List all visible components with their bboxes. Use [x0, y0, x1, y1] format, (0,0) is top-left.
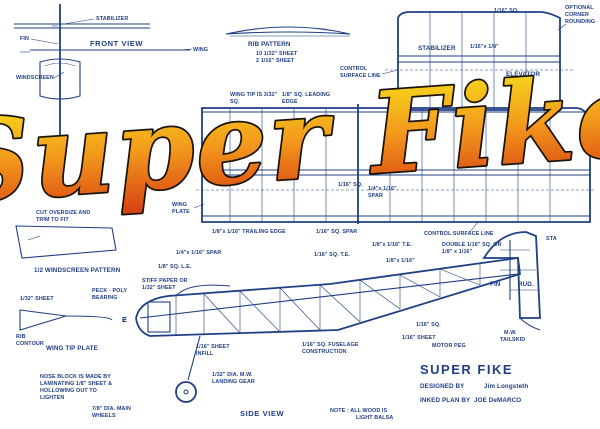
- sheet-1-32-label: 1/32" SHEET: [20, 296, 54, 302]
- cut-oversize-2: TRIM TO FIT: [36, 217, 69, 223]
- rib-spec-1: 10 1/32" SHEET: [256, 51, 298, 57]
- side-1-8-label: 1/8"x 1/16": [386, 258, 415, 264]
- mw-label-2: TAILSKID: [500, 337, 525, 343]
- front-view: STABILIZER FIN FRONT VIEW WING WINDSCREE…: [14, 4, 208, 140]
- stiff-paper-2: 1/32" SHEET: [142, 285, 176, 291]
- rib-pattern-title: RIB PATTERN: [248, 41, 291, 48]
- control-line-top-1: CONTROL: [340, 66, 368, 72]
- designer-name: Jim Longsteth: [484, 383, 528, 390]
- fin-side-label: FIN: [490, 281, 501, 288]
- wing-plan: WING TIP IS 3/32" SQ. 1/8" SQ. LEADING E…: [172, 92, 596, 237]
- wood-note-1: NOTE : ALL WOOD IS: [330, 408, 388, 414]
- control-surface-line-label: CONTROL SURFACE LINE: [424, 231, 494, 237]
- peck-poly-2: BEARING: [92, 295, 118, 301]
- wheels-note-2: WHEELS: [92, 413, 116, 419]
- rib-contour-1: RIB: [16, 334, 26, 340]
- front-view-title: FRONT VIEW: [90, 39, 143, 48]
- wood-note-2: LIGHT BALSA: [356, 415, 393, 421]
- windscreen-label: WINDSCREEN: [16, 75, 54, 81]
- sheet-infill-1: 1/16" SHEET: [196, 344, 230, 350]
- leading-edge-1: 1/8" SQ. LEADING: [282, 92, 330, 98]
- rib-word-label: RIB: [204, 145, 214, 151]
- fin-label: FIN: [20, 36, 29, 42]
- corner-label-3: ROUNDING: [565, 19, 595, 25]
- mw-label-1: M.W.: [504, 330, 517, 336]
- nose-note-4: LIGHTEN: [40, 395, 64, 401]
- corner-label-1: OPTIONAL: [565, 5, 594, 11]
- motor-peg-label: MOTOR PEG: [432, 343, 466, 349]
- windscreen-pattern: CUT OVERSIZE AND TRIM TO FIT 1/2 WINDSCR…: [15, 210, 121, 274]
- stabilizer-plan-label: STABILIZER: [418, 45, 456, 52]
- spar-1-4-label: 1/4"x 1/16": [368, 186, 397, 192]
- wing-tip-note-1: WING TIP IS 3/32": [230, 92, 278, 98]
- double-label-1: DOUBLE 1/16" SQ. OR: [442, 242, 502, 248]
- sq-1-16-x-1-8-label: 1/16"x 1/8": [470, 44, 499, 50]
- fuselage-note-2: CONSTRUCTION: [302, 349, 347, 355]
- gear-note-2: LANDING GEAR: [212, 379, 255, 385]
- rud-side-label: RUD.: [518, 281, 534, 288]
- centerline-mark: Ɇ: [122, 315, 128, 324]
- gear-note-1: 1/32" DIA. M.W.: [212, 372, 253, 378]
- sq-1-16-top-label: 1/16" SQ.: [494, 8, 519, 14]
- sq-le-label: 1/8" SQ. L.E.: [158, 264, 192, 270]
- elevator-label: ELEVATOR: [506, 71, 540, 78]
- peck-poly-1: PECK - POLY: [92, 288, 127, 294]
- nose-note-2: LAMINATING 1/8" SHEET &: [40, 381, 112, 387]
- leading-edge-2: EDGE: [282, 99, 298, 105]
- side-view: FIN RUD. M.W. TAILSKID DOUBLE 1/16" SQ. …: [40, 231, 557, 421]
- windscreen-pattern-title: 1/2 WINDSCREEN PATTERN: [34, 267, 121, 274]
- super-fike-logo: Super Fike: [0, 48, 600, 231]
- inked-by-label: INKED PLAN BY: [420, 397, 471, 404]
- side-view-title: SIDE VIEW: [240, 409, 284, 418]
- nose-note-3: HOLLOWING OUT TO: [40, 388, 97, 394]
- stabilizer-top-label: STABILIZER: [96, 16, 128, 22]
- trailing-edge-label: 1/8"x 1/16" TRAILING EDGE: [212, 229, 286, 235]
- rib-pattern: RIB PATTERN 10 1/32" SHEET 2 1/16" SHEET: [225, 26, 351, 64]
- title-block: SUPER FIKE DESIGNED BY Jim Longsteth INK…: [420, 362, 528, 404]
- wing-plate-1: WING: [172, 202, 187, 208]
- cut-oversize-1: CUT OVERSIZE AND: [36, 210, 90, 216]
- stiff-paper-1: STIFF PAPER OR: [142, 278, 188, 284]
- rib-spec-2: 2 1/16" SHEET: [256, 58, 295, 64]
- plan-title: SUPER FIKE: [420, 362, 513, 377]
- designed-by-label: DESIGNED BY: [420, 383, 465, 390]
- wing-tip-note-2: SQ.: [230, 99, 240, 105]
- sq-te-label: 1/16" SQ. T.E.: [314, 252, 350, 258]
- rib-contour-2: CONTOUR: [16, 341, 44, 347]
- sq-1-16-spar-label: 1/16" SQ.: [338, 182, 363, 188]
- control-line-top-2: SURFACE LINE: [340, 73, 381, 79]
- wheels-note-1: 7/8" DIA. MAIN: [92, 406, 131, 412]
- wing-tip-plate-title: WING TIP PLATE: [46, 345, 98, 352]
- sheet-lower-label: 1/16" SHEET: [402, 335, 436, 341]
- logo-text: Super Fike: [0, 50, 600, 230]
- rib-1-32-label: 1/32": [204, 138, 218, 144]
- wing-plate-2: PLATE: [172, 209, 190, 215]
- sta-label: STA: [546, 236, 557, 242]
- spar-word-label: SPAR: [368, 193, 383, 199]
- sheet-infill-2: INFILL: [196, 351, 214, 357]
- inker-name: JOE DeMARCO: [474, 397, 521, 404]
- nose-note-1: NOSE BLOCK IS MADE BY: [40, 374, 111, 380]
- spar-1-4-b-label: 1/4"x 1/16" SPAR: [176, 250, 221, 256]
- sq-lower-label: 1/16" SQ.: [416, 322, 441, 328]
- wing-tip-plate: 1/32" SHEET RIB CONTOUR WING TIP PLATE: [16, 296, 113, 352]
- stabilizer-plan: STABILIZER ELEVATOR 1/16" SQ. 1/16"x 1/8…: [340, 5, 595, 111]
- fuselage-note-1: 1/16" SQ. FUSELAGE: [302, 342, 359, 348]
- double-label-2: 1/8" x 1/16": [442, 249, 473, 255]
- corner-label-2: CORNER: [565, 12, 589, 18]
- sq-spar-label: 1/16" SQ. SPAR: [316, 229, 357, 235]
- wing-front-label: WING: [193, 47, 208, 53]
- te-1-8-label: 1/8"x 1/16" T.E.: [372, 242, 412, 248]
